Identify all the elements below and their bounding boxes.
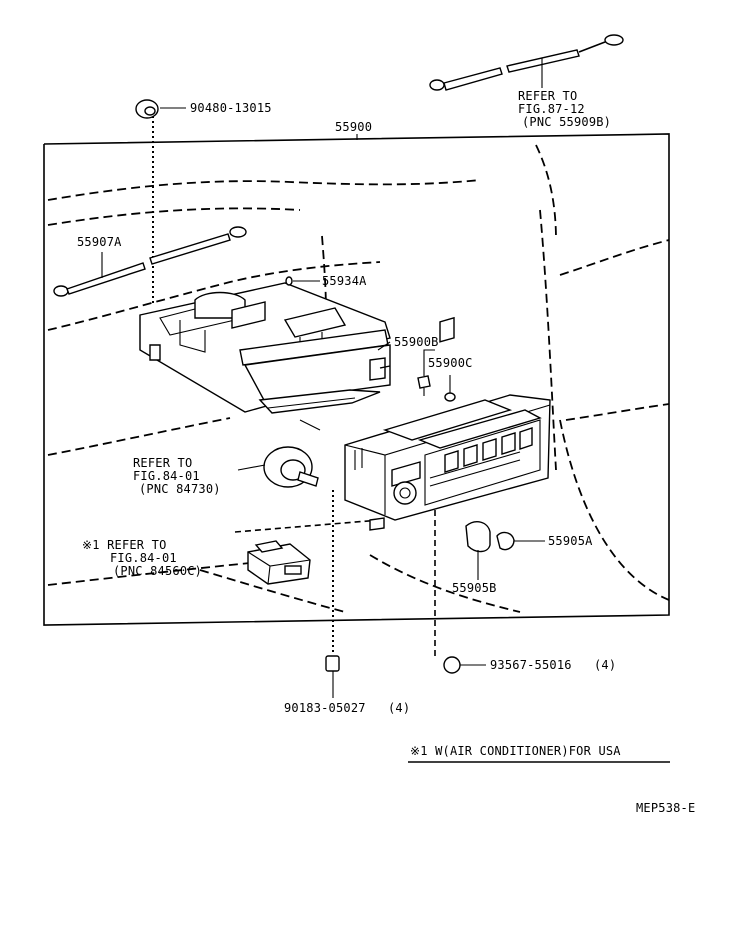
callout-55900b: 55900B — [394, 335, 439, 349]
callout-55907a: 55907A — [77, 235, 122, 249]
callout-55934a: 55934A — [322, 274, 367, 288]
bolt-55900b-part — [417, 349, 435, 396]
top-cable-part — [429, 34, 624, 91]
callout-55900: 55900 — [335, 120, 372, 134]
callout-55900c: 55900C — [428, 356, 473, 370]
callout-refer-fig84-line3: (PNC 84730) — [139, 482, 221, 496]
callout-55905b: 55905B — [452, 581, 497, 595]
callout-refer-fig87-line3: (PNC 55909B) — [522, 115, 611, 129]
screw-90183-part — [325, 655, 340, 698]
callout-refer-ac-line2: FIG.84-01 — [110, 551, 177, 565]
callout-refer-ac-line3: (PNC 84560C) — [113, 564, 202, 578]
dashboard-outline-dashes — [47, 144, 670, 613]
drawing-code: MEP538-E — [636, 801, 695, 815]
footnote-text: ※1 W(AIR CONDITIONER)FOR USA — [410, 744, 621, 758]
knob-55905a-part — [496, 531, 545, 551]
nut-93567-part — [443, 656, 486, 674]
callout-55905a: 55905A — [548, 534, 593, 548]
callout-90183-qty: (4) — [388, 701, 410, 715]
ac-switch-part — [247, 540, 311, 585]
grommet-part — [135, 99, 186, 119]
callout-93567: 93567-55016 — [490, 658, 572, 672]
nut-leader-dashes — [234, 509, 436, 658]
callout-refer-fig87-line1: REFER TO — [518, 89, 577, 103]
control-panel-part — [344, 316, 551, 531]
knob-55905b-part — [465, 521, 491, 580]
control-bracket-part — [139, 282, 391, 431]
clip-55934a-part — [285, 276, 320, 286]
callout-90183: 90183-05027 — [284, 701, 366, 715]
leader-lines — [356, 134, 391, 351]
washer-55900c-part — [444, 375, 456, 402]
callout-93567-qty: (4) — [594, 658, 616, 672]
callout-90480: 90480-13015 — [190, 101, 272, 115]
assembly-frame — [43, 133, 670, 626]
callout-refer-fig87-line2: FIG.87-12 — [518, 102, 585, 116]
callout-refer-fig84-line1: REFER TO — [133, 456, 192, 470]
blower-switch-part — [237, 446, 319, 488]
callout-refer-ac-line1: ※1 REFER TO — [82, 538, 167, 552]
cable-55907a-part — [53, 226, 247, 297]
callout-refer-fig84-line2: FIG.84-01 — [133, 469, 200, 483]
